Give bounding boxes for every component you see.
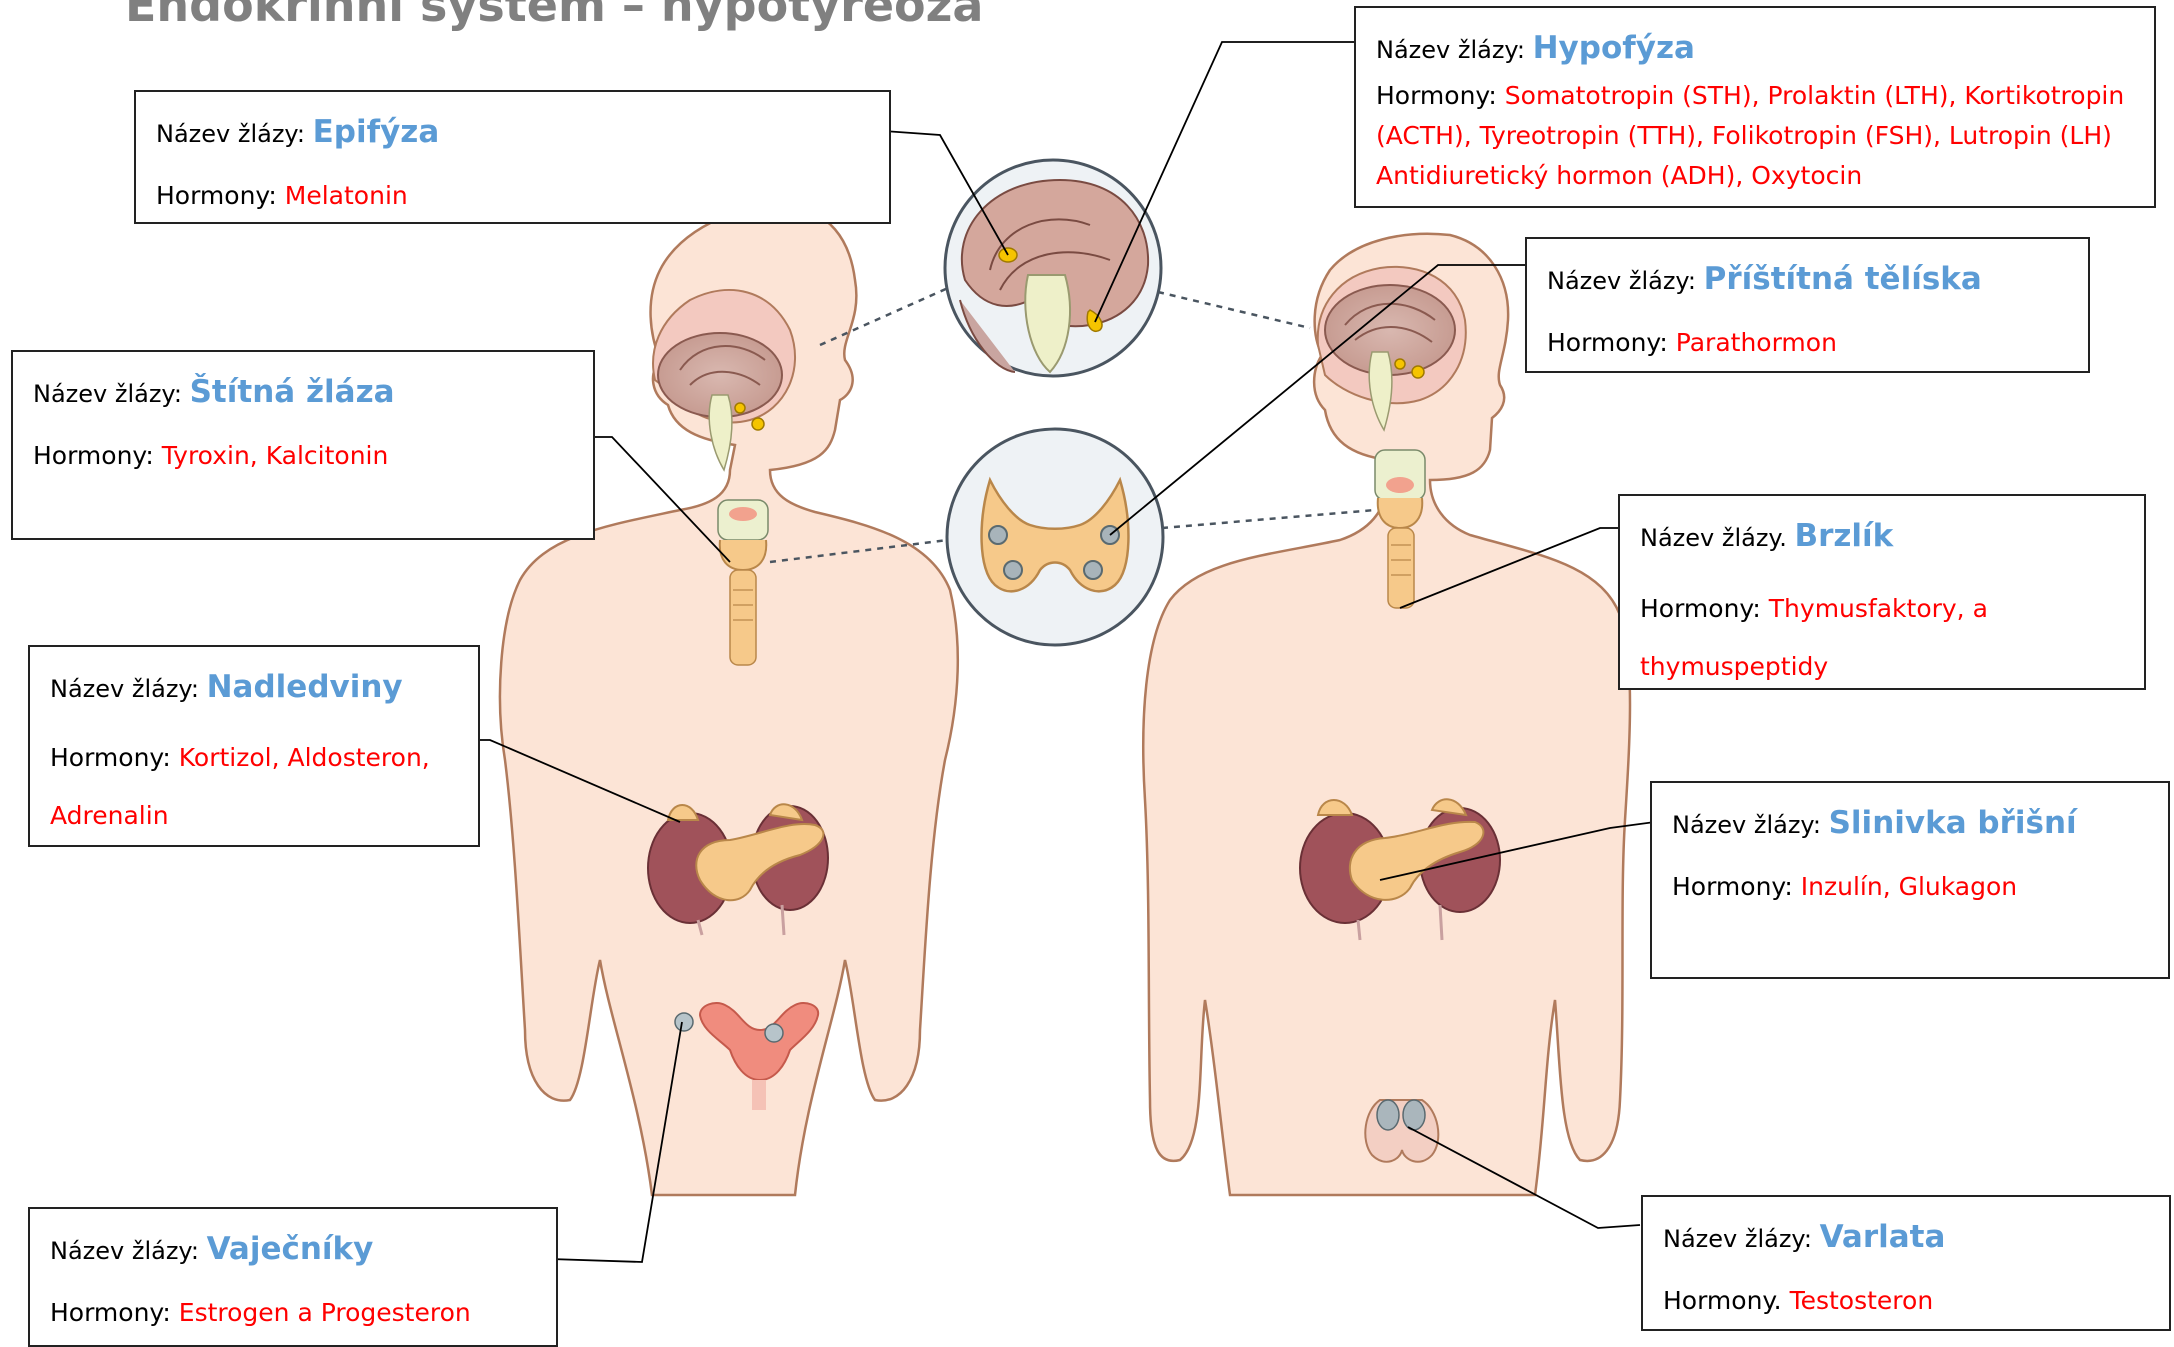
hormone-label: Hormony: bbox=[1672, 872, 1801, 901]
gland-name-label: Název žlázy: bbox=[1376, 36, 1533, 64]
gland-name: Varlata bbox=[1820, 1219, 1946, 1255]
gland-name: Brzlík bbox=[1794, 518, 1893, 554]
hormone-label: Hormony: bbox=[50, 743, 179, 772]
hormone-list: Melatonin bbox=[285, 181, 408, 210]
hormone-list: Testosteron bbox=[1790, 1286, 1934, 1315]
hormone-list: Inzulín, Glukagon bbox=[1801, 872, 2017, 901]
gland-box-vajecniky: Název žlázy: Vaječníky Hormony: Estrogen… bbox=[28, 1207, 558, 1347]
gland-box-pristitna-teliska: Název žlázy: Příštítná tělíska Hormony: … bbox=[1525, 237, 2090, 373]
hormone-label: Hormony: bbox=[33, 441, 162, 470]
gland-name-label: Název žlázy. bbox=[1640, 524, 1794, 552]
gland-box-epifyza: Název žlázy: Epifýza Hormony: Melatonin bbox=[134, 90, 891, 224]
gland-name: Nadledviny bbox=[207, 669, 403, 705]
gland-name: Slinivka břišní bbox=[1829, 805, 2077, 841]
gland-name: Epifýza bbox=[313, 114, 440, 150]
gland-box-varlata: Název žlázy: Varlata Hormony. Testostero… bbox=[1641, 1195, 2171, 1331]
hormone-label: Hormony: bbox=[156, 181, 285, 210]
gland-name: Štítná žláza bbox=[190, 374, 395, 410]
gland-box-brzlik: Název žlázy. Brzlík Hormony: Thymusfakto… bbox=[1618, 494, 2146, 690]
brain-inset bbox=[945, 160, 1161, 376]
gland-name: Hypofýza bbox=[1533, 30, 1695, 66]
gland-box-stitna-zlaza: Název žlázy: Štítná žláza Hormony: Tyrox… bbox=[11, 350, 595, 540]
hormone-label: Hormony: bbox=[1547, 328, 1676, 357]
gland-name-label: Název žlázy: bbox=[50, 675, 207, 703]
hormone-list: Tyroxin, Kalcitonin bbox=[162, 441, 389, 470]
gland-name: Příštítná tělíska bbox=[1704, 261, 1982, 297]
gland-name-label: Název žlázy: bbox=[1547, 267, 1704, 295]
hormone-list: Parathormon bbox=[1676, 328, 1837, 357]
gland-name-label: Název žlázy: bbox=[33, 380, 190, 408]
gland-name-label: Název žlázy: bbox=[1672, 811, 1829, 839]
gland-name-label: Název žlázy: bbox=[156, 120, 313, 148]
thyroid-inset bbox=[947, 429, 1163, 645]
gland-name-label: Název žlázy: bbox=[50, 1237, 207, 1265]
gland-box-nadledviny: Název žlázy: Nadledviny Hormony: Kortizo… bbox=[28, 645, 480, 847]
gland-box-hypofyza: Název žlázy: Hypofýza Hormony: Somatotro… bbox=[1354, 6, 2156, 208]
hormone-list: Estrogen a Progesteron bbox=[179, 1298, 471, 1327]
gland-name: Vaječníky bbox=[207, 1231, 374, 1267]
gland-box-slinivka-brisni: Název žlázy: Slinivka břišní Hormony: In… bbox=[1650, 781, 2170, 979]
hormone-label: Hormony: bbox=[1640, 594, 1769, 623]
page-title: Endokrinní systém – hypotyreóza bbox=[125, 0, 983, 32]
hormone-label: Hormony. bbox=[1663, 1286, 1790, 1315]
gland-name-label: Název žlázy: bbox=[1663, 1225, 1820, 1253]
male-body bbox=[1143, 234, 1630, 1195]
hormone-label: Hormony: bbox=[50, 1298, 179, 1327]
hormone-label: Hormony: bbox=[1376, 81, 1505, 110]
